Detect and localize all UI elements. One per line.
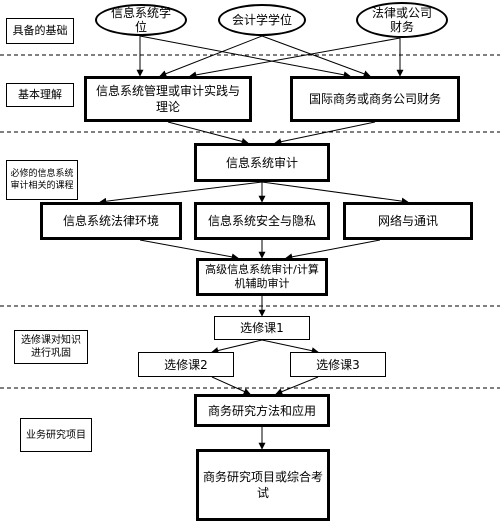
node-is-security: 信息系统安全与隐私 bbox=[194, 202, 330, 240]
node-biz-project: 商务研究项目或综合考试 bbox=[196, 449, 330, 521]
node-elective-1: 选修课1 bbox=[214, 316, 310, 340]
node-law-degree: 法律或公司财务 bbox=[356, 2, 448, 38]
arrow-infosys-to-intl bbox=[139, 35, 351, 79]
node-elective-2: 选修课2 bbox=[138, 352, 234, 377]
node-info-mgmt-audit: 信息系统管理或审计实践与理论 bbox=[84, 76, 252, 122]
arrow-network-to-adv bbox=[285, 239, 381, 261]
arrow-intl-to-audit bbox=[274, 121, 376, 146]
node-network: 网络与通讯 bbox=[343, 202, 473, 240]
section-label-required: 必修的信息系统审计相关的课程 bbox=[6, 160, 78, 200]
arrow-e1-to-e2 bbox=[211, 339, 263, 354]
arrow-law-to-adv bbox=[139, 239, 239, 261]
arrow-e3-to-methods bbox=[275, 376, 319, 395]
section-label-research: 业务研究项目 bbox=[20, 418, 92, 452]
section-label-basic: 基本理解 bbox=[6, 83, 74, 107]
section-dividers bbox=[0, 54, 500, 389]
node-biz-methods: 商务研究方法和应用 bbox=[194, 394, 330, 427]
arrow-audit-to-law bbox=[99, 181, 263, 205]
arrow-audit-to-network bbox=[261, 181, 409, 205]
arrow-acct-to-intl bbox=[261, 35, 371, 78]
section-label-electives: 选修课对知识进行巩固 bbox=[14, 330, 88, 364]
node-info-sys-degree: 信息系统学位 bbox=[95, 4, 187, 36]
node-is-audit: 信息系统审计 bbox=[194, 143, 330, 182]
node-adv-audit: 高级信息系统审计/计算机辅助审计 bbox=[196, 258, 328, 296]
arrow-mgmt-to-audit bbox=[167, 121, 249, 145]
arrow-law-to-mgmt bbox=[189, 37, 401, 79]
arrow-e1-to-e3 bbox=[261, 339, 319, 355]
node-intl-business: 国际商务或商务公司财务 bbox=[290, 76, 460, 122]
section-label-foundation: 具备的基础 bbox=[6, 18, 74, 44]
node-accounting-degree: 会计学学位 bbox=[218, 4, 306, 36]
arrow-e2-to-methods bbox=[211, 376, 251, 395]
node-elective-3: 选修课3 bbox=[290, 352, 386, 377]
arrow-acct-to-mgmt bbox=[159, 35, 263, 77]
node-is-law: 信息系统法律环境 bbox=[40, 202, 182, 240]
